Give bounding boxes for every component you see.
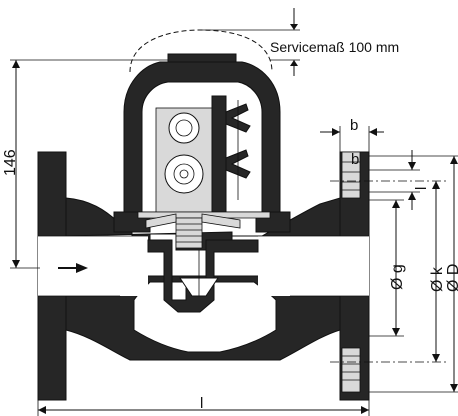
D-dimension (450, 156, 458, 392)
service-label: Servicemaß 100 mm (270, 39, 399, 55)
flow-arrow-icon (58, 263, 88, 273)
l-label-bottom: l (200, 395, 203, 412)
trap-body (37, 151, 370, 401)
height-label: 146 (2, 149, 19, 176)
l-dimension-bottom (37, 400, 370, 416)
b-label-top: b (350, 117, 358, 134)
service-dimension (200, 8, 300, 76)
k-label: Ø k (429, 266, 446, 292)
height-dimension (10, 59, 168, 269)
trap-cover (113, 53, 291, 297)
b-dimension-top (320, 126, 384, 152)
b-label-face: b (351, 151, 359, 168)
g-dimension (392, 200, 400, 336)
l-label-side: l (413, 187, 430, 190)
k-dimension (432, 181, 440, 362)
l-dimension-side (369, 150, 420, 210)
D-label: Ø D (445, 264, 458, 292)
g-label: Ø g (389, 264, 406, 290)
